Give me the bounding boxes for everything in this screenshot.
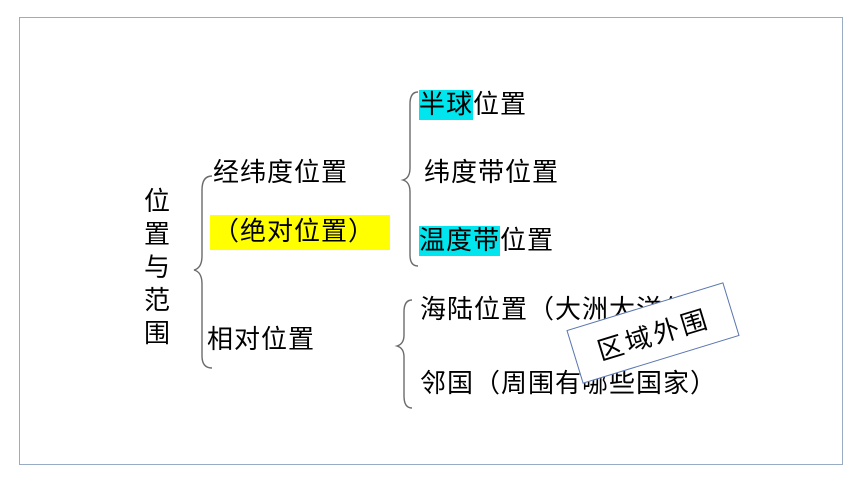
item-highlight: 半球	[419, 90, 474, 120]
item-rest: 位置	[473, 90, 528, 120]
relative-item: 邻国（周围有哪些国家）	[420, 369, 718, 399]
relative-bracket	[394, 299, 413, 409]
root-char: 与	[143, 253, 170, 283]
yellow-highlight	[210, 215, 390, 250]
root-char: 围	[143, 319, 170, 349]
absolute-item: 纬度带位置	[424, 157, 559, 189]
root-bracket	[193, 175, 213, 369]
absolute-branch-note: （绝对位置）	[213, 217, 376, 247]
absolute-item: 温度带位置	[419, 225, 554, 257]
item-rest: 位置	[500, 226, 555, 256]
root-label: 位 置 与 范 围	[140, 186, 174, 351]
item-highlight: 温度带	[419, 226, 501, 256]
absolute-branch-label: 经纬度位置	[213, 158, 349, 188]
absolute-bracket	[400, 91, 419, 267]
item-rest: 纬度带位置	[424, 158, 560, 188]
root-char: 置	[143, 220, 170, 250]
root-char: 范	[143, 286, 170, 316]
root-char: 位	[143, 187, 170, 217]
relative-branch-label: 相对位置	[207, 325, 316, 355]
absolute-item: 半球位置	[419, 89, 527, 121]
